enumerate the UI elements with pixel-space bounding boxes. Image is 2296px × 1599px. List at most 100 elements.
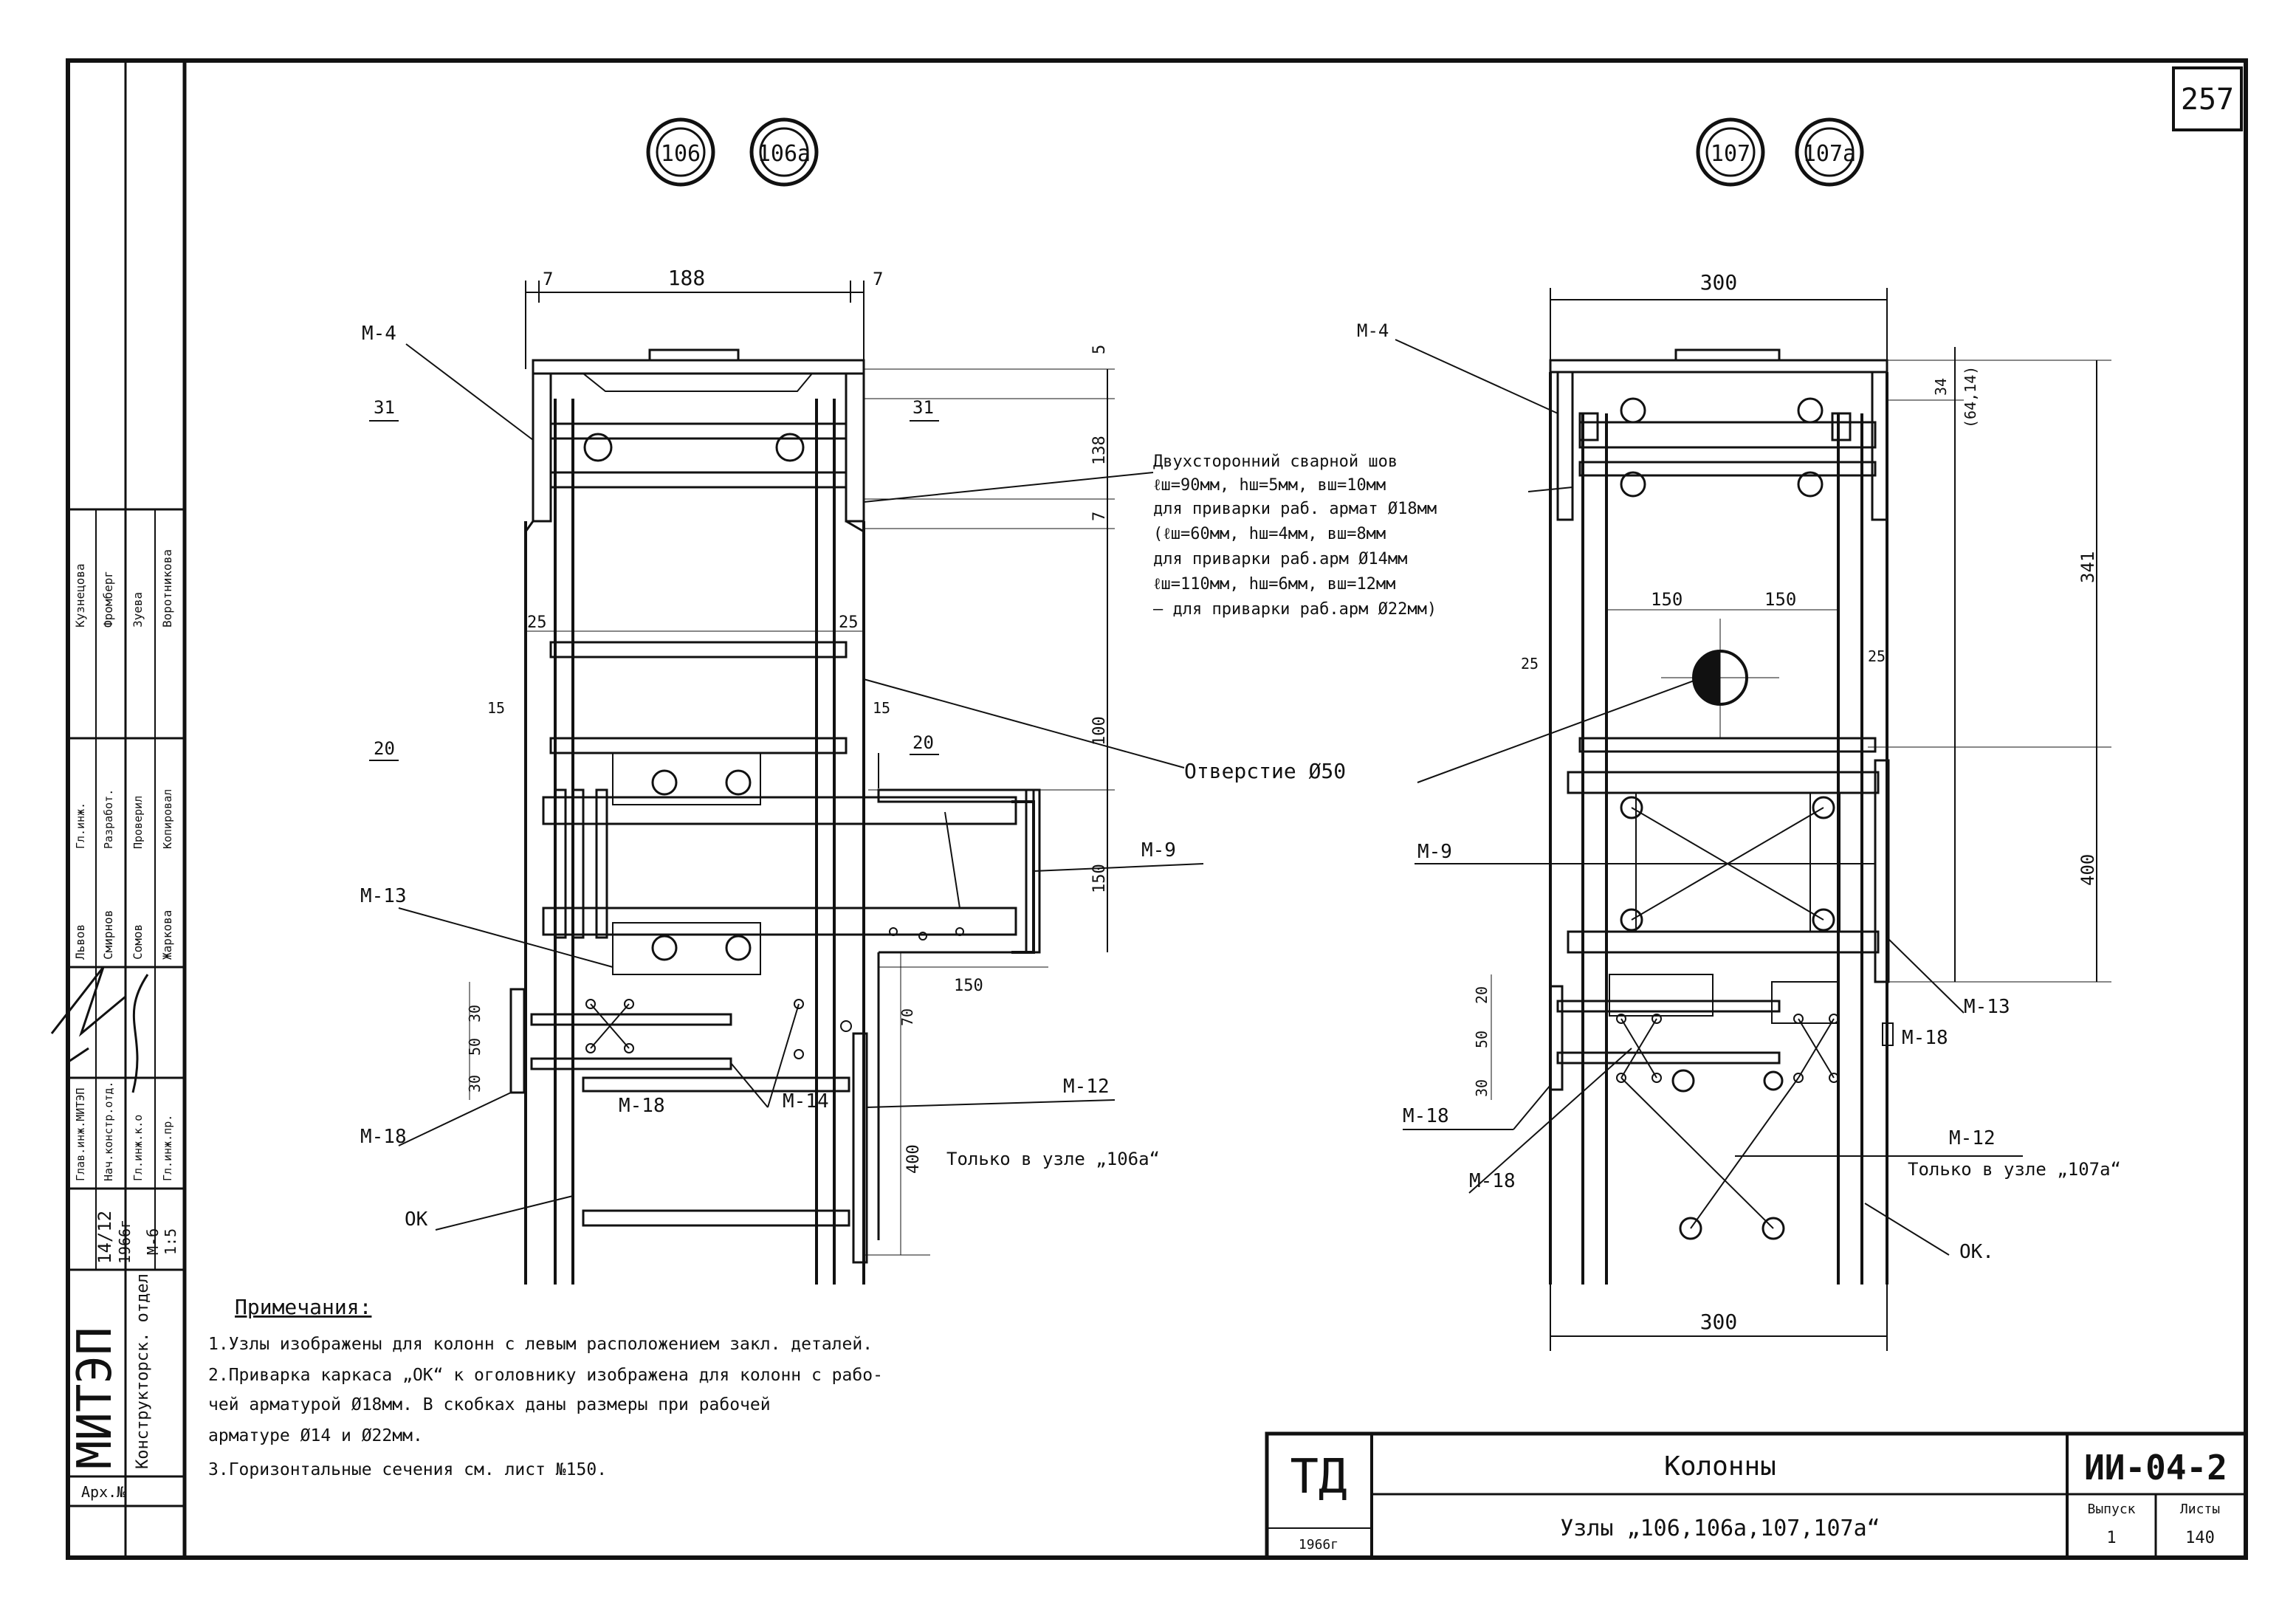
svg-text:50: 50 xyxy=(1473,1031,1491,1048)
label-only-107a: Только в узле „107а“ xyxy=(1908,1159,2121,1180)
notes-heading: Примечания: xyxy=(235,1295,371,1319)
label-m12-106: М-12 xyxy=(1063,1076,1110,1098)
node-106-drawing: 188 7 7 xyxy=(360,266,1204,1285)
svg-text:400: 400 xyxy=(904,1144,923,1174)
sheet-title: Колонны xyxy=(1664,1451,1776,1482)
title-column: МИТЭП Конструкторск. отдел Арх.№ 14/12 1… xyxy=(50,61,185,1558)
issue-label: Выпуск xyxy=(2087,1502,2135,1517)
stamp-year: 1966г xyxy=(1299,1537,1338,1552)
svg-text:для приварки раб.арм Ø14мм: для приварки раб.арм Ø14мм xyxy=(1153,550,1407,568)
name2-3: Зуева xyxy=(131,592,145,627)
stamp-td: ТД xyxy=(1290,1450,1347,1505)
svg-text:106: 106 xyxy=(661,141,701,167)
role2-3: Проверил xyxy=(131,796,145,849)
svg-text:70: 70 xyxy=(898,1008,916,1026)
name2-1: Кузнецова xyxy=(73,563,87,627)
name2-2: Фромберг xyxy=(101,571,115,627)
notes-block: Примечания: 1.Узлы изображены для колонн… xyxy=(208,1295,883,1479)
svg-text:31: 31 xyxy=(374,397,395,418)
label-m18b-106: М-18 xyxy=(360,1126,407,1148)
svg-text:50: 50 xyxy=(466,1038,484,1056)
role-1: Глав.инж.МИТЭП xyxy=(74,1088,87,1181)
page-number: 257 xyxy=(2181,83,2234,117)
svg-text:20: 20 xyxy=(912,732,934,753)
svg-text:7: 7 xyxy=(543,269,553,289)
sheet-border xyxy=(66,58,2248,1560)
series-code: ИИ-04-2 xyxy=(2084,1448,2227,1488)
page-number-box xyxy=(2172,66,2243,131)
svg-text:20: 20 xyxy=(374,738,395,759)
svg-text:341: 341 xyxy=(2077,551,2098,583)
label-m18b-107: М-18 xyxy=(1403,1105,1449,1127)
svg-text:30: 30 xyxy=(466,1075,484,1093)
signature-scribble xyxy=(50,966,149,1093)
svg-text:30: 30 xyxy=(1473,1079,1491,1097)
svg-text:34: 34 xyxy=(1932,378,1950,396)
node-107-drawing: 300 150 150 25 25 xyxy=(1357,270,2121,1351)
role2-1: Гл.инж. xyxy=(74,802,87,849)
role2-4: Копировал xyxy=(161,789,174,849)
svg-text:5: 5 xyxy=(1090,345,1109,354)
cap-plate-107 xyxy=(1549,359,1888,374)
svg-text:107: 107 xyxy=(1711,141,1750,167)
label-ok-107: ОК. xyxy=(1959,1241,1994,1263)
org-name: МИТЭП xyxy=(68,1327,123,1469)
role-4: Гл.инж.пр. xyxy=(161,1115,174,1181)
svg-text:для приварки раб. армат Ø18мм: для приварки раб. армат Ø18мм xyxy=(1153,500,1437,518)
label-ok-106: ОК xyxy=(405,1208,428,1231)
note-1: 1.Узлы изображены для колонн с левым рас… xyxy=(208,1335,873,1354)
label-m13-107: М-13 xyxy=(1964,996,2010,1018)
label-m18c-107: М-18 xyxy=(1469,1170,1516,1192)
weld-note: Двухсторонний сварной шов ℓш=90мм, hш=5м… xyxy=(863,453,1699,783)
label-m12-107: М-12 xyxy=(1949,1127,1996,1149)
dim-top-106: 188 xyxy=(668,266,706,290)
svg-text:138: 138 xyxy=(1090,436,1109,465)
svg-text:100: 100 xyxy=(1090,716,1109,746)
cap-plate-106 xyxy=(532,359,865,375)
name2-4: Воротникова xyxy=(160,549,174,627)
scale-label: М-б xyxy=(144,1228,162,1255)
note-3: 3.Горизонтальные сечения см. лист №150. xyxy=(208,1460,607,1479)
svg-text:20: 20 xyxy=(1473,986,1491,1004)
name-3: Сомов xyxy=(131,924,145,960)
hole-label: Отверстие Ø50 xyxy=(1184,759,1346,783)
svg-text:106а: 106а xyxy=(757,141,811,167)
name-4: Жаркова xyxy=(160,910,174,960)
label-m9-107: М-9 xyxy=(1417,841,1452,863)
issue-value: 1 xyxy=(2106,1529,2116,1547)
svg-text:31: 31 xyxy=(912,397,934,418)
svg-text:150: 150 xyxy=(1651,589,1683,610)
svg-text:150: 150 xyxy=(954,977,983,995)
label-m9-106: М-9 xyxy=(1141,839,1176,862)
svg-text:7: 7 xyxy=(1090,512,1109,521)
label-m18a-107: М-18 xyxy=(1902,1027,1948,1049)
svg-text:ℓш=90мм, hш=5мм, вш=10мм: ℓш=90мм, hш=5мм, вш=10мм xyxy=(1153,476,1386,495)
dim-top-107: 300 xyxy=(1700,270,1738,295)
node-107-bubbles: 107 107а xyxy=(1696,117,1864,187)
svg-text:150: 150 xyxy=(1764,589,1796,610)
dim-bottom-107: 300 xyxy=(1700,1310,1738,1334)
label-m4-107: М-4 xyxy=(1357,320,1389,341)
svg-text:25: 25 xyxy=(1868,647,1886,665)
svg-text:15: 15 xyxy=(873,699,890,717)
svg-text:25: 25 xyxy=(839,613,859,632)
svg-text:107а: 107а xyxy=(1803,141,1856,167)
bureau-name: Конструкторск. отдел xyxy=(134,1273,152,1469)
label-m4-106: М-4 xyxy=(362,323,396,345)
sheet-subtitle: Узлы „106‚106а‚107‚107а“ xyxy=(1560,1516,1880,1541)
title-block: ТД 1966г Колонны Узлы „106‚106а‚107‚107а… xyxy=(1265,1431,2248,1560)
name-2: Смирнов xyxy=(101,910,115,960)
sheet-label: Листы xyxy=(2180,1502,2220,1517)
svg-text:30: 30 xyxy=(466,1005,484,1022)
sheet-value: 140 xyxy=(2185,1529,2215,1547)
svg-text:(64,14): (64,14) xyxy=(1962,366,1979,428)
year-stamp: 1966г xyxy=(116,1220,134,1264)
role2-2: Разработ. xyxy=(102,789,115,849)
node-106-bubbles: 106 106а xyxy=(646,117,819,187)
archive-label: Арх.№ xyxy=(81,1483,126,1501)
date-stamp: 14/12 xyxy=(94,1211,115,1264)
svg-text:Двухсторонний сварной шов: Двухсторонний сварной шов xyxy=(1153,453,1398,471)
note-2b: чей арматурой Ø18мм. В скобках даны разм… xyxy=(208,1395,771,1414)
svg-text:7: 7 xyxy=(873,269,883,289)
svg-text:25: 25 xyxy=(1521,655,1539,673)
